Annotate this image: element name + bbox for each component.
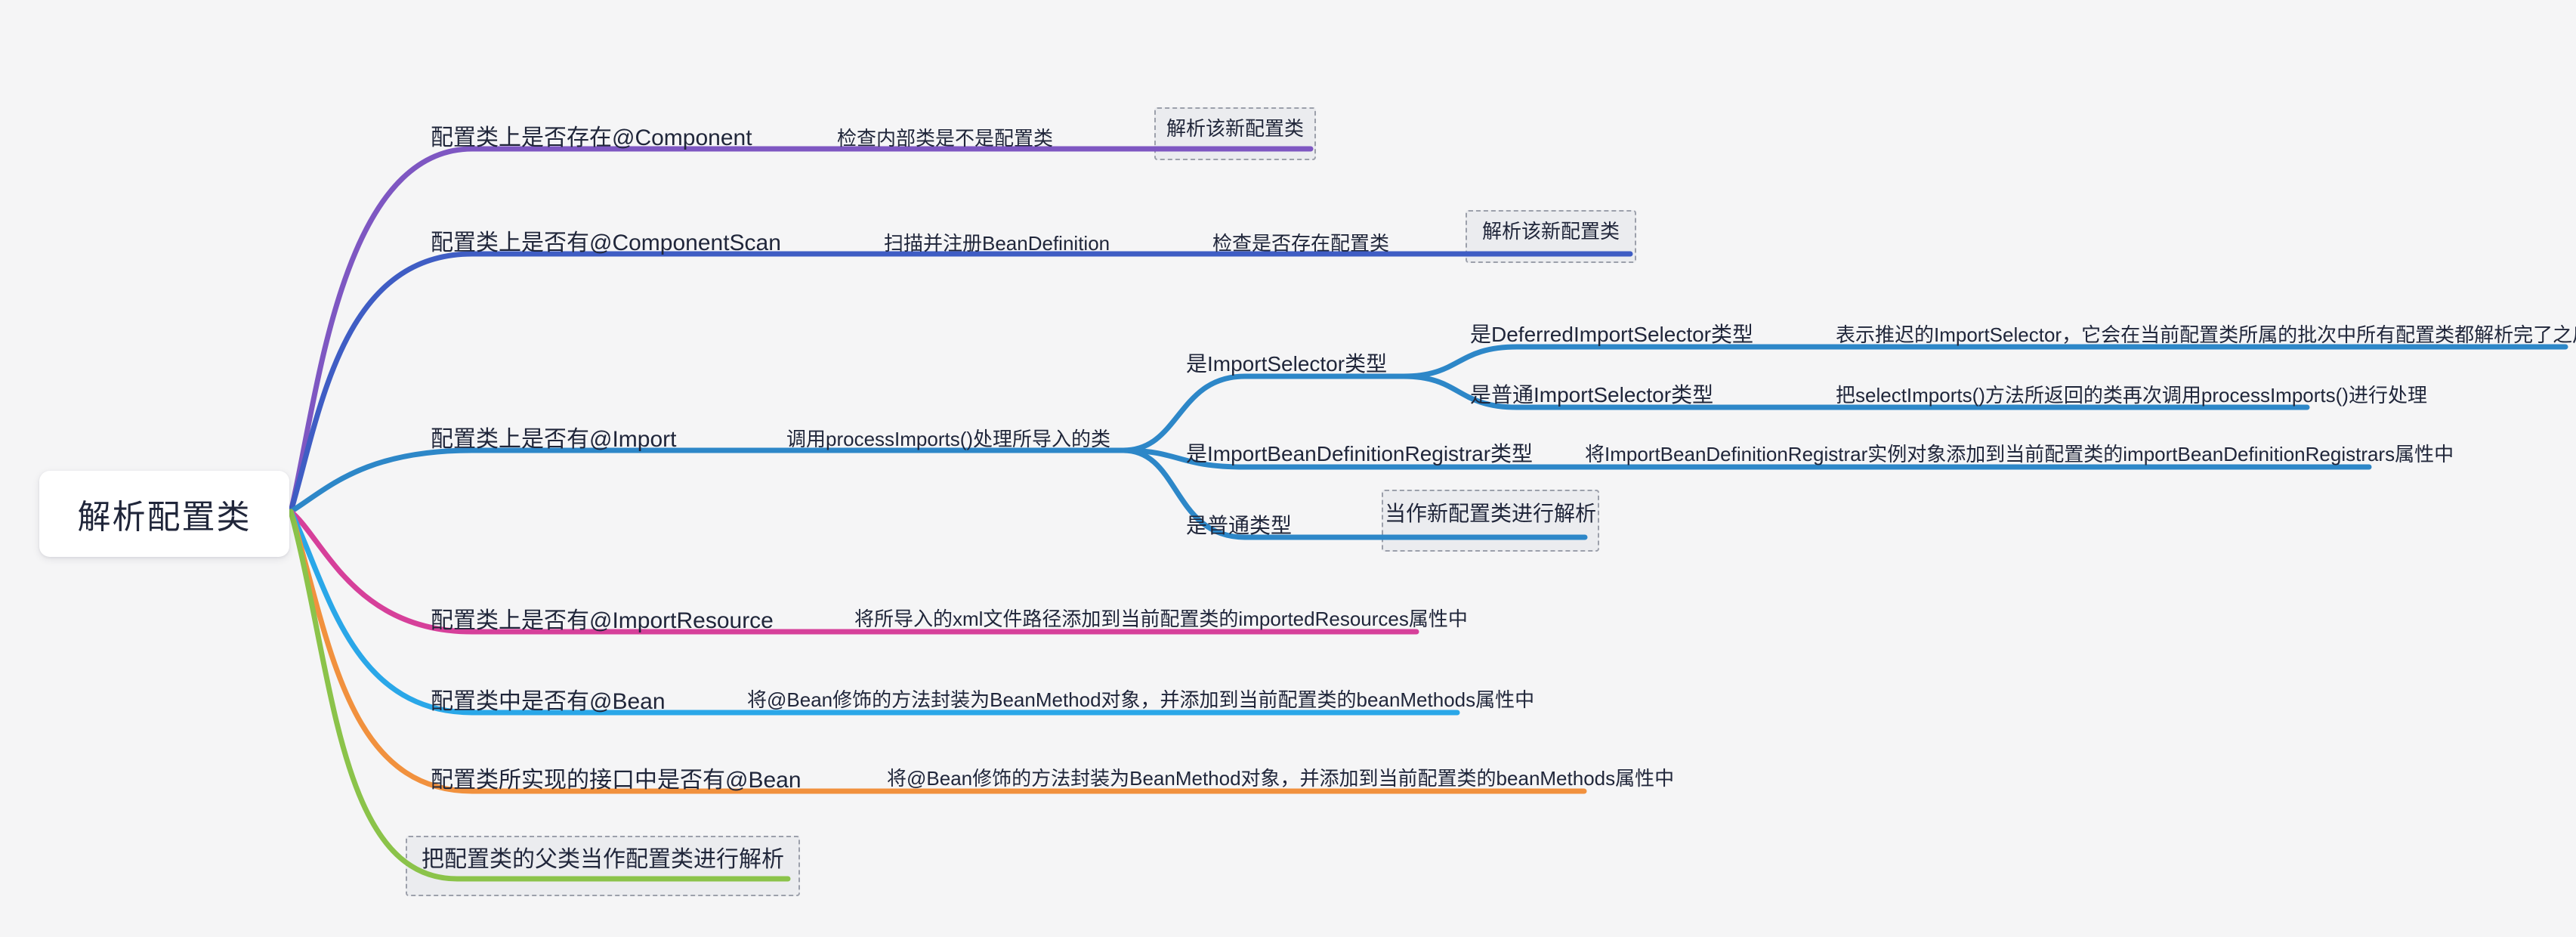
topic-has-bean-method[interactable]: 配置类中是否有@Bean [431, 689, 666, 714]
topic-import-bean-definition-registrar[interactable]: 是ImportBeanDefinitionRegistrar类型 [1186, 442, 1534, 465]
branch-line-component-scan [288, 251, 1633, 515]
branch-line-registrar [1120, 447, 2372, 470]
result-box-parse-superclass[interactable]: 把配置类的父类当作配置类进行解析 [406, 836, 800, 896]
result-box-label: 解析该新配置类 [1166, 116, 1304, 140]
note-import-bean-definition-registrar[interactable]: 将ImportBeanDefinitionRegistrar实例对象添加到当前配… [1585, 443, 2454, 465]
note-process-imports[interactable]: 调用processImports()处理所导入的类 [786, 428, 1111, 450]
topic-normal-import-selector[interactable]: 是普通ImportSelector类型 [1470, 383, 1714, 407]
note-deferred-import-selector[interactable]: 表示推迟的ImportSelector，它会在当前配置类所属的批次中所有配置类都… [1836, 323, 2576, 346]
result-box-label: 当作新配置类进行解析 [1384, 502, 1596, 525]
note-scan-register-beandefinition[interactable]: 扫描并注册BeanDefinition [884, 232, 1110, 255]
topic-has-import-resource[interactable]: 配置类上是否有@ImportResource [431, 608, 774, 633]
topic-has-import[interactable]: 配置类上是否有@Import [431, 427, 677, 452]
result-box-treat-as-new-config[interactable]: 当作新配置类进行解析 [1382, 490, 1599, 552]
branch-line-component [288, 146, 1314, 515]
branch-line-bean [288, 509, 1460, 716]
branch-line-import [288, 447, 1126, 515]
root-topic-label: 解析配置类 [77, 499, 252, 536]
result-box-label: 把配置类的父类当作配置类进行解析 [422, 847, 784, 872]
branch-line-plain-type [1120, 447, 1588, 540]
topic-has-component-scan[interactable]: 配置类上是否有@ComponentScan [431, 230, 781, 255]
topic-interface-has-bean[interactable]: 配置类所实现的接口中是否有@Bean [431, 768, 802, 793]
branch-line-import-selector [1120, 373, 1407, 453]
branch-line-normal-selector [1401, 373, 2310, 410]
branch-line-interface-bean [288, 509, 1587, 794]
note-add-xml-paths[interactable]: 将所导入的xml文件路径添加到当前配置类的importedResources属性… [854, 608, 1468, 630]
note-check-inner-class[interactable]: 检查内部类是不是配置类 [837, 127, 1054, 150]
note-wrap-bean-method[interactable]: 将@Bean修饰的方法封装为BeanMethod对象，并添加到当前配置类的bea… [747, 688, 1535, 711]
topic-has-component[interactable]: 配置类上是否存在@Component [431, 125, 752, 150]
note-wrap-bean-method-interface[interactable]: 将@Bean修饰的方法封装为BeanMethod对象，并添加到当前配置类的bea… [887, 767, 1675, 790]
branch-line-superclass [288, 509, 791, 882]
branch-line-import-resource [288, 509, 1419, 635]
topic-plain-type[interactable]: 是普通类型 [1186, 514, 1293, 537]
result-box-label: 解析该新配置类 [1481, 219, 1620, 243]
note-check-config-class-exists[interactable]: 检查是否存在配置类 [1212, 232, 1390, 255]
topic-deferred-import-selector[interactable]: 是DeferredImportSelector类型 [1470, 323, 1754, 346]
topic-import-selector-type[interactable]: 是ImportSelector类型 [1186, 352, 1388, 376]
branch-line-deferred-selector [1401, 344, 2568, 379]
root-topic[interactable]: 解析配置类 [39, 471, 289, 557]
note-normal-import-selector[interactable]: 把selectImports()方法所返回的类再次调用processImport… [1836, 384, 2427, 407]
